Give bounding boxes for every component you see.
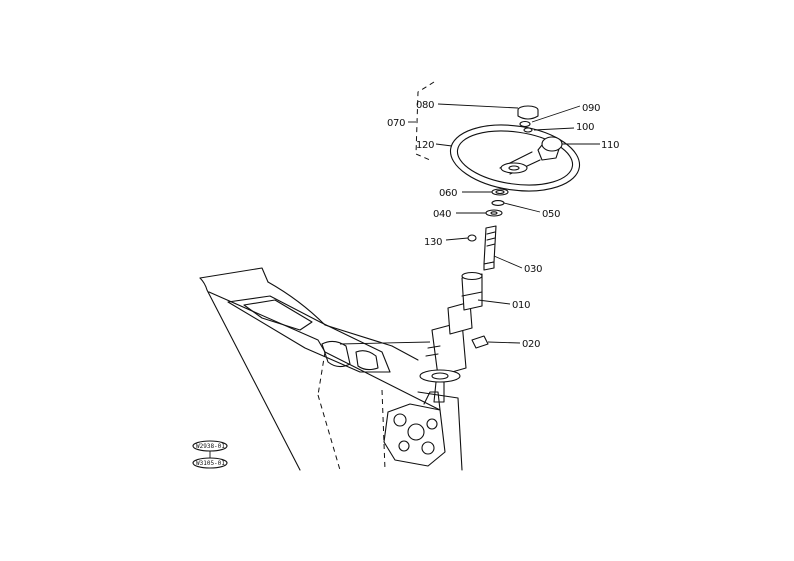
column-tube xyxy=(447,271,483,335)
label-110: 110 xyxy=(601,140,619,151)
label-090: 090 xyxy=(582,103,600,114)
label-080: 080 xyxy=(416,100,434,111)
stamp-lower: W3105-01 xyxy=(196,460,225,467)
part-labels: 080 090 070 100 120 110 060 040 050 130 … xyxy=(387,100,619,350)
label-070: 070 xyxy=(387,118,405,129)
part-020-bolt xyxy=(339,335,489,349)
stamp-upper: W2938-01 xyxy=(196,443,225,450)
label-040: 040 xyxy=(433,209,451,220)
dashboard-panel xyxy=(199,267,463,471)
drawing-stamps: W2938-01 W3105-01 xyxy=(192,440,228,469)
parts-090-100 xyxy=(519,120,533,133)
spinner-knob xyxy=(537,136,563,161)
label-030: 030 xyxy=(524,264,542,275)
label-050: 050 xyxy=(542,209,560,220)
center-cap xyxy=(517,105,539,120)
label-060: 060 xyxy=(439,188,457,199)
leader-lines xyxy=(435,103,600,344)
label-020: 020 xyxy=(522,339,540,350)
label-010: 010 xyxy=(512,300,530,311)
group-bracket-070 xyxy=(408,81,435,161)
part-130 xyxy=(467,234,477,242)
column-lower-housing xyxy=(419,321,467,403)
label-130: 130 xyxy=(424,237,442,248)
label-100: 100 xyxy=(576,122,594,133)
steering-gear-box xyxy=(383,391,446,467)
label-120: 120 xyxy=(416,140,434,151)
steering-wheel xyxy=(449,124,581,192)
steering-shaft xyxy=(483,225,497,271)
shaft-hardware xyxy=(485,188,509,217)
